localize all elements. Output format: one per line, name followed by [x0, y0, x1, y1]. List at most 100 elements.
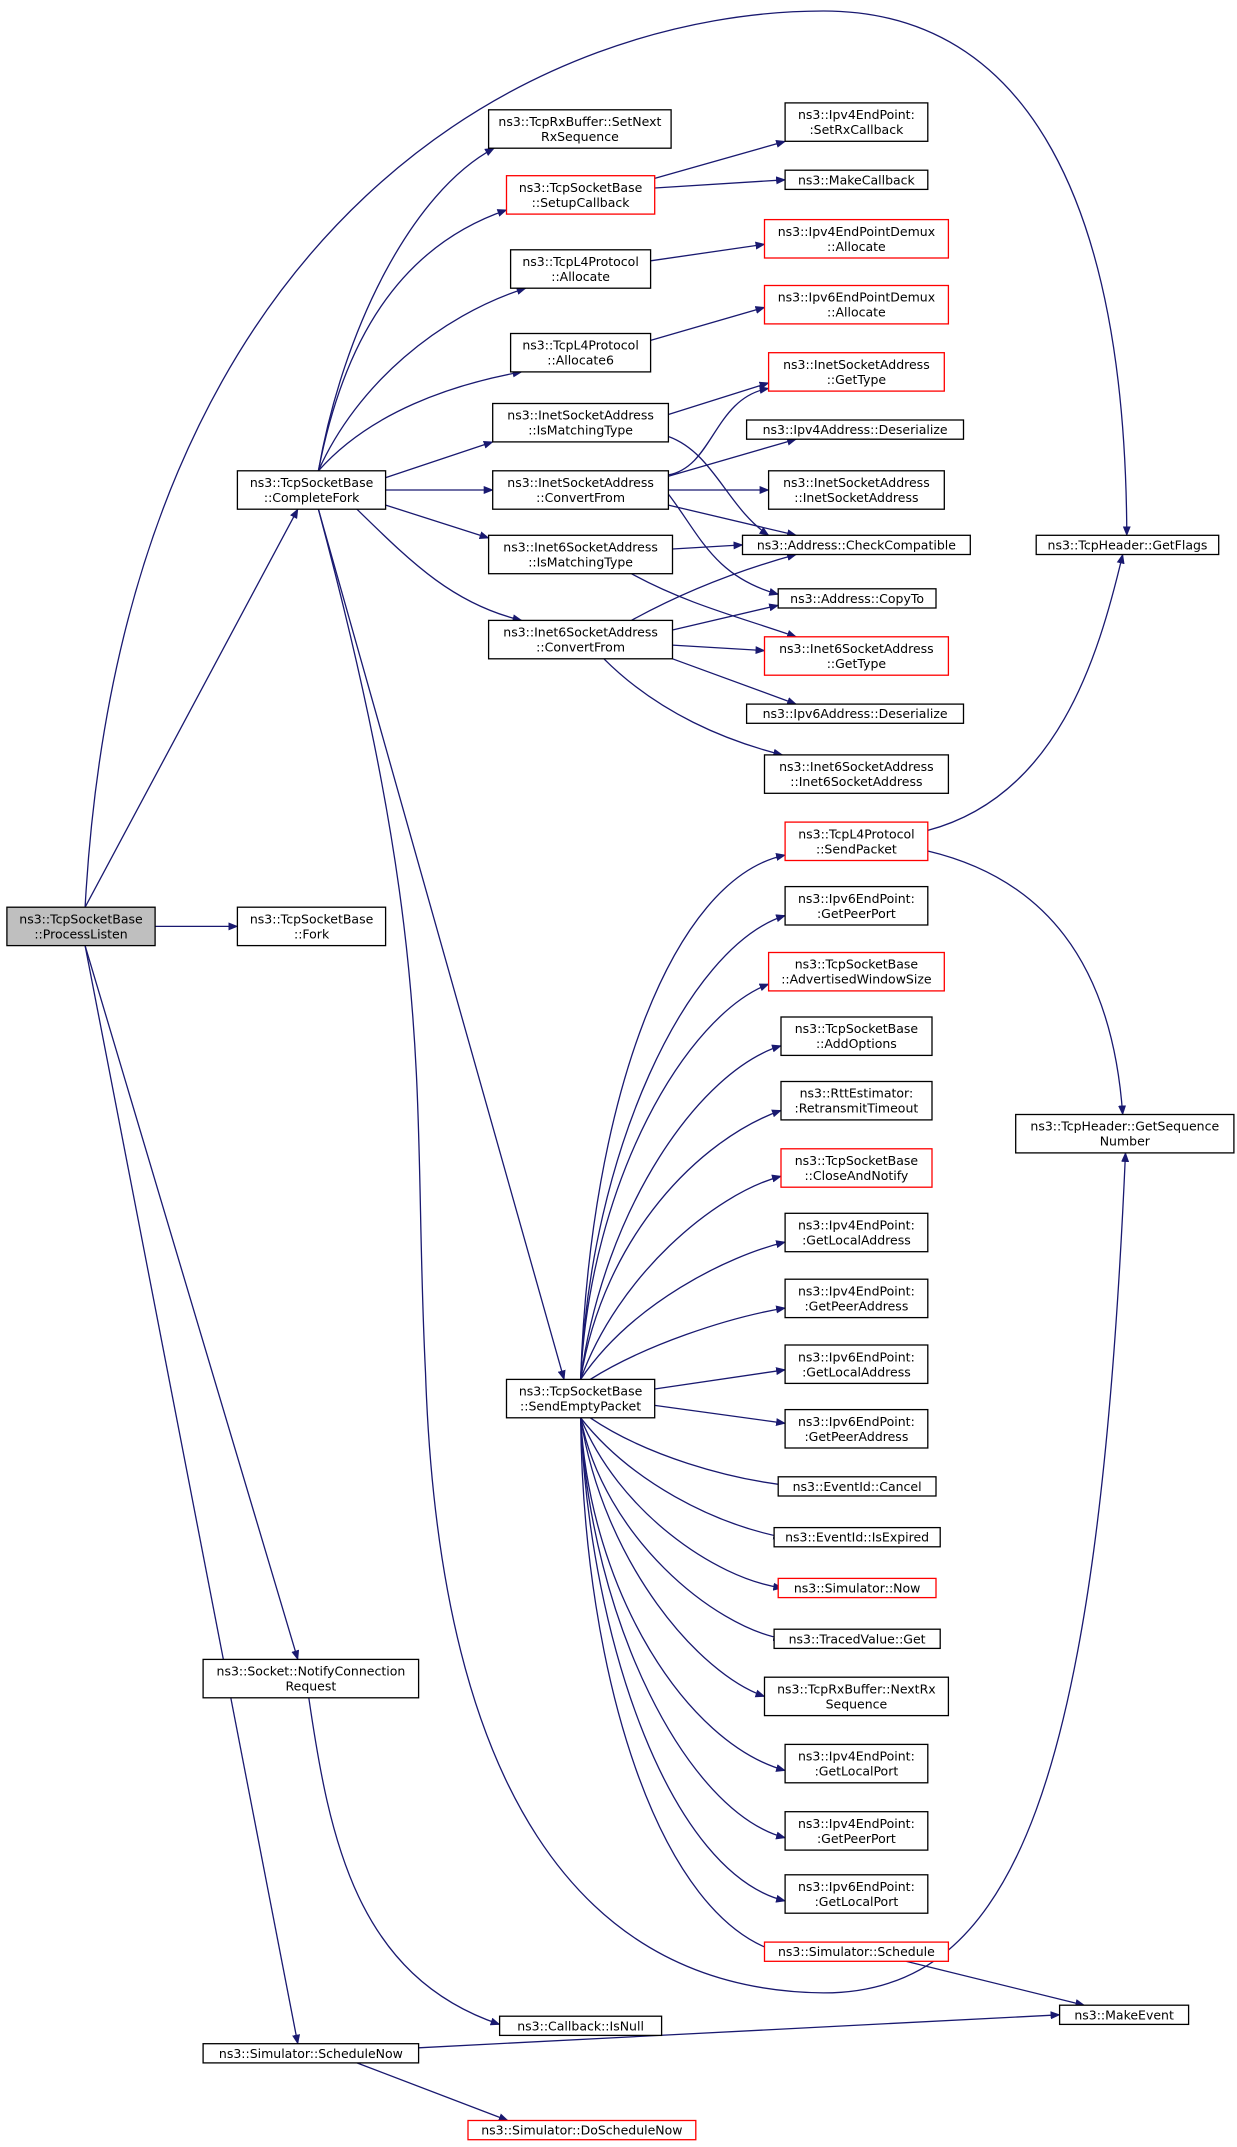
- node-simSchedule[interactable]: ns3::Simulator::Schedule: [763, 1941, 950, 1962]
- node-scheduleNow[interactable]: ns3::Simulator::ScheduleNow: [202, 2043, 420, 2064]
- node-ipv4EpGetPeerAddr[interactable]: ns3::Ipv4EndPoint::GetPeerAddress: [784, 1278, 929, 1319]
- node-box: [236, 470, 387, 510]
- node-inet6Ctor[interactable]: ns3::Inet6SocketAddress::Inet6SocketAddr…: [763, 754, 950, 794]
- node-l4Allocate6[interactable]: ns3::TcpL4Protocol::Allocate6: [509, 332, 652, 373]
- edge-sendEmptyPacket-to-ipv6EpGetPeerPort: [579, 914, 787, 1380]
- node-closeAndNotify[interactable]: ns3::TcpSocketBase::CloseAndNotify: [780, 1148, 933, 1188]
- node-label-line: ::GetType: [827, 372, 887, 387]
- node-inetCtor[interactable]: ns3::InetSocketAddress::InetSocketAddres…: [767, 470, 945, 510]
- node-ipv6EpGetLocalPort[interactable]: ns3::Ipv6EndPoint::GetLocalPort: [784, 1874, 929, 1914]
- node-ipv4EpGetLocalPort[interactable]: ns3::Ipv4EndPoint::GetLocalPort: [784, 1743, 929, 1784]
- edge-sendEmptyPacket-to-eventCancel: [589, 1417, 798, 1490]
- edge-sendEmptyPacket-to-addOptions: [579, 1044, 782, 1380]
- node-setupCallback[interactable]: ns3::TcpSocketBase::SetupCallback: [505, 175, 656, 215]
- node-addrCheckCompat[interactable]: ns3::Address::CheckCompatible: [741, 534, 971, 556]
- node-label-line: ns3::TcpSocketBase: [250, 475, 374, 490]
- edge-inet6ConvertFrom-to-inet6GetType: [672, 644, 766, 655]
- node-ipv4EpSetRx[interactable]: ns3::Ipv4EndPoint::SetRxCallback: [784, 102, 929, 142]
- node-label-line: ns3::TcpL4Protocol: [798, 826, 914, 841]
- node-processListen[interactable]: ns3::TcpSocketBase::ProcessListen: [6, 906, 156, 947]
- node-completeFork[interactable]: ns3::TcpSocketBase::CompleteFork: [236, 470, 387, 510]
- node-advWindowSize[interactable]: ns3::TcpSocketBase::AdvertisedWindowSize: [767, 951, 945, 992]
- node-label-line: :SetRxCallback: [809, 122, 904, 137]
- node-label-line: ns3::Ipv6EndPoint:: [798, 891, 915, 906]
- node-label-line: Number: [1100, 1134, 1151, 1149]
- node-ipv6EpGetPeerAddr[interactable]: ns3::Ipv6EndPoint::GetPeerAddress: [784, 1408, 929, 1449]
- node-box: [487, 619, 674, 660]
- node-box: [1015, 1113, 1235, 1154]
- node-eventIsExpired[interactable]: ns3::EventId::IsExpired: [773, 1526, 941, 1548]
- node-tracedGet[interactable]: ns3::TracedValue::Get: [773, 1628, 941, 1650]
- node-label-line: ns3::TcpRxBuffer::SetNext: [498, 114, 661, 129]
- nodes-layer: ns3::TcpSocketBase::ProcessListenns3::Tc…: [6, 102, 1235, 2141]
- node-label-line: ::SendEmptyPacket: [520, 1399, 641, 1414]
- node-box: [763, 218, 950, 259]
- node-l4SendPacket[interactable]: ns3::TcpL4Protocol::SendPacket: [784, 821, 929, 862]
- edge-sendEmptyPacket-to-rxNextRxSeq: [579, 1417, 766, 1698]
- node-makeCallback[interactable]: ns3::MakeCallback: [784, 169, 929, 191]
- node-ipv6DemuxAlloc[interactable]: ns3::Ipv6EndPointDemux::Allocate: [763, 284, 950, 325]
- node-box: [784, 102, 929, 142]
- node-rttRetransmit[interactable]: ns3::RttEstimator::RetransmitTimeout: [780, 1080, 933, 1121]
- node-inet6IsMatching[interactable]: ns3::Inet6SocketAddress::IsMatchingType: [487, 534, 674, 575]
- node-ipv6EpGetLocalAddr[interactable]: ns3::Ipv6EndPoint::GetLocalAddress: [784, 1344, 929, 1385]
- node-inetGetType[interactable]: ns3::InetSocketAddress::GetType: [767, 352, 945, 392]
- node-label-line: ns3::Ipv4EndPoint:: [798, 1749, 915, 1764]
- edge-notifyConnReq-to-callbackIsNull: [308, 1697, 501, 2026]
- node-box: [784, 1743, 929, 1784]
- edge-sendEmptyPacket-to-advWindowSize: [579, 983, 770, 1380]
- edge-sendEmptyPacket-to-closeAndNotify: [579, 1174, 782, 1380]
- node-inet6GetType[interactable]: ns3::Inet6SocketAddress::GetType: [763, 636, 950, 676]
- node-ipv4DemuxAlloc[interactable]: ns3::Ipv4EndPointDemux::Allocate: [763, 218, 950, 259]
- node-sendEmptyPacket[interactable]: ns3::TcpSocketBase::SendEmptyPacket: [505, 1378, 656, 1419]
- node-l4Allocate[interactable]: ns3::TcpL4Protocol::Allocate: [509, 249, 652, 289]
- edge-completeFork-to-l4Allocate6: [317, 369, 523, 472]
- node-label-line: ::CloseAndNotify: [804, 1168, 908, 1183]
- node-makeEvent[interactable]: ns3::MakeEvent: [1058, 2004, 1190, 2026]
- node-label-line: ::Allocate6: [547, 353, 614, 368]
- edge-completeFork-to-inet6IsMatching: [385, 504, 490, 540]
- node-label-line: ::Inet6SocketAddress: [790, 774, 922, 789]
- node-addOptions[interactable]: ns3::TcpSocketBase::AddOptions: [780, 1016, 933, 1057]
- node-label-line: ::Fork: [294, 926, 330, 941]
- node-inetIsMatching[interactable]: ns3::InetSocketAddress::IsMatchingType: [492, 402, 670, 443]
- node-simDoScheduleNow[interactable]: ns3::Simulator::DoScheduleNow: [467, 2119, 697, 2141]
- edge-setupCallback-to-makeCallback: [654, 176, 787, 189]
- node-box: [509, 249, 652, 289]
- node-label-line: ::ConvertFrom: [536, 490, 625, 505]
- edge-completeFork-to-tcpHeaderGetSeq: [317, 509, 1130, 1994]
- node-fork[interactable]: ns3::TcpSocketBase::Fork: [236, 906, 387, 947]
- node-box: [509, 332, 652, 373]
- edge-inet6ConvertFrom-to-addrCopyTo: [672, 603, 780, 631]
- node-label-line: ::IsMatchingType: [528, 423, 633, 438]
- node-box: [767, 352, 945, 392]
- node-box: [741, 534, 971, 556]
- edge-completeFork-to-setupCallback: [317, 209, 508, 471]
- node-eventCancel[interactable]: ns3::EventId::Cancel: [777, 1476, 937, 1497]
- node-ipv6EpGetPeerPort[interactable]: ns3::Ipv6EndPoint::GetPeerPort: [784, 885, 929, 926]
- node-label-line: ns3::Inet6SocketAddress: [779, 759, 934, 774]
- node-ipv4EpGetLocalAddr[interactable]: ns3::Ipv4EndPoint::GetLocalAddress: [784, 1212, 929, 1253]
- node-ipv6Deserialize[interactable]: ns3::Ipv6Address::Deserialize: [745, 703, 965, 724]
- node-box: [780, 1016, 933, 1057]
- node-callbackIsNull[interactable]: ns3::Callback::IsNull: [498, 2015, 663, 2037]
- node-label-line: ns3::Ipv4EndPoint:: [798, 1283, 915, 1298]
- node-inetConvertFrom[interactable]: ns3::InetSocketAddress::ConvertFrom: [492, 470, 670, 510]
- node-label-line: ns3::MakeCallback: [798, 172, 916, 187]
- node-label-line: ns3::TcpSocketBase: [795, 1153, 919, 1168]
- node-tcpHeaderGetFlags[interactable]: ns3::TcpHeader::GetFlags: [1035, 534, 1220, 556]
- node-addrCopyTo[interactable]: ns3::Address::CopyTo: [777, 588, 937, 609]
- node-label-line: ::AddOptions: [816, 1036, 897, 1051]
- node-ipv4Deserialize[interactable]: ns3::Ipv4Address::Deserialize: [745, 419, 965, 440]
- edge-sendEmptyPacket-to-tracedGet: [579, 1417, 784, 1642]
- edge-sendEmptyPacket-to-rttRetransmit: [579, 1109, 782, 1380]
- edge-scheduleNow-to-makeEvent: [418, 2011, 1061, 2049]
- node-ipv4EpGetPeerPort[interactable]: ns3::Ipv4EndPoint::GetPeerPort: [784, 1811, 929, 1851]
- node-simNow[interactable]: ns3::Simulator::Now: [777, 1577, 937, 1599]
- node-label-line: ns3::Ipv6EndPoint:: [798, 1349, 915, 1364]
- node-inet6ConvertFrom[interactable]: ns3::Inet6SocketAddress::ConvertFrom: [487, 619, 674, 660]
